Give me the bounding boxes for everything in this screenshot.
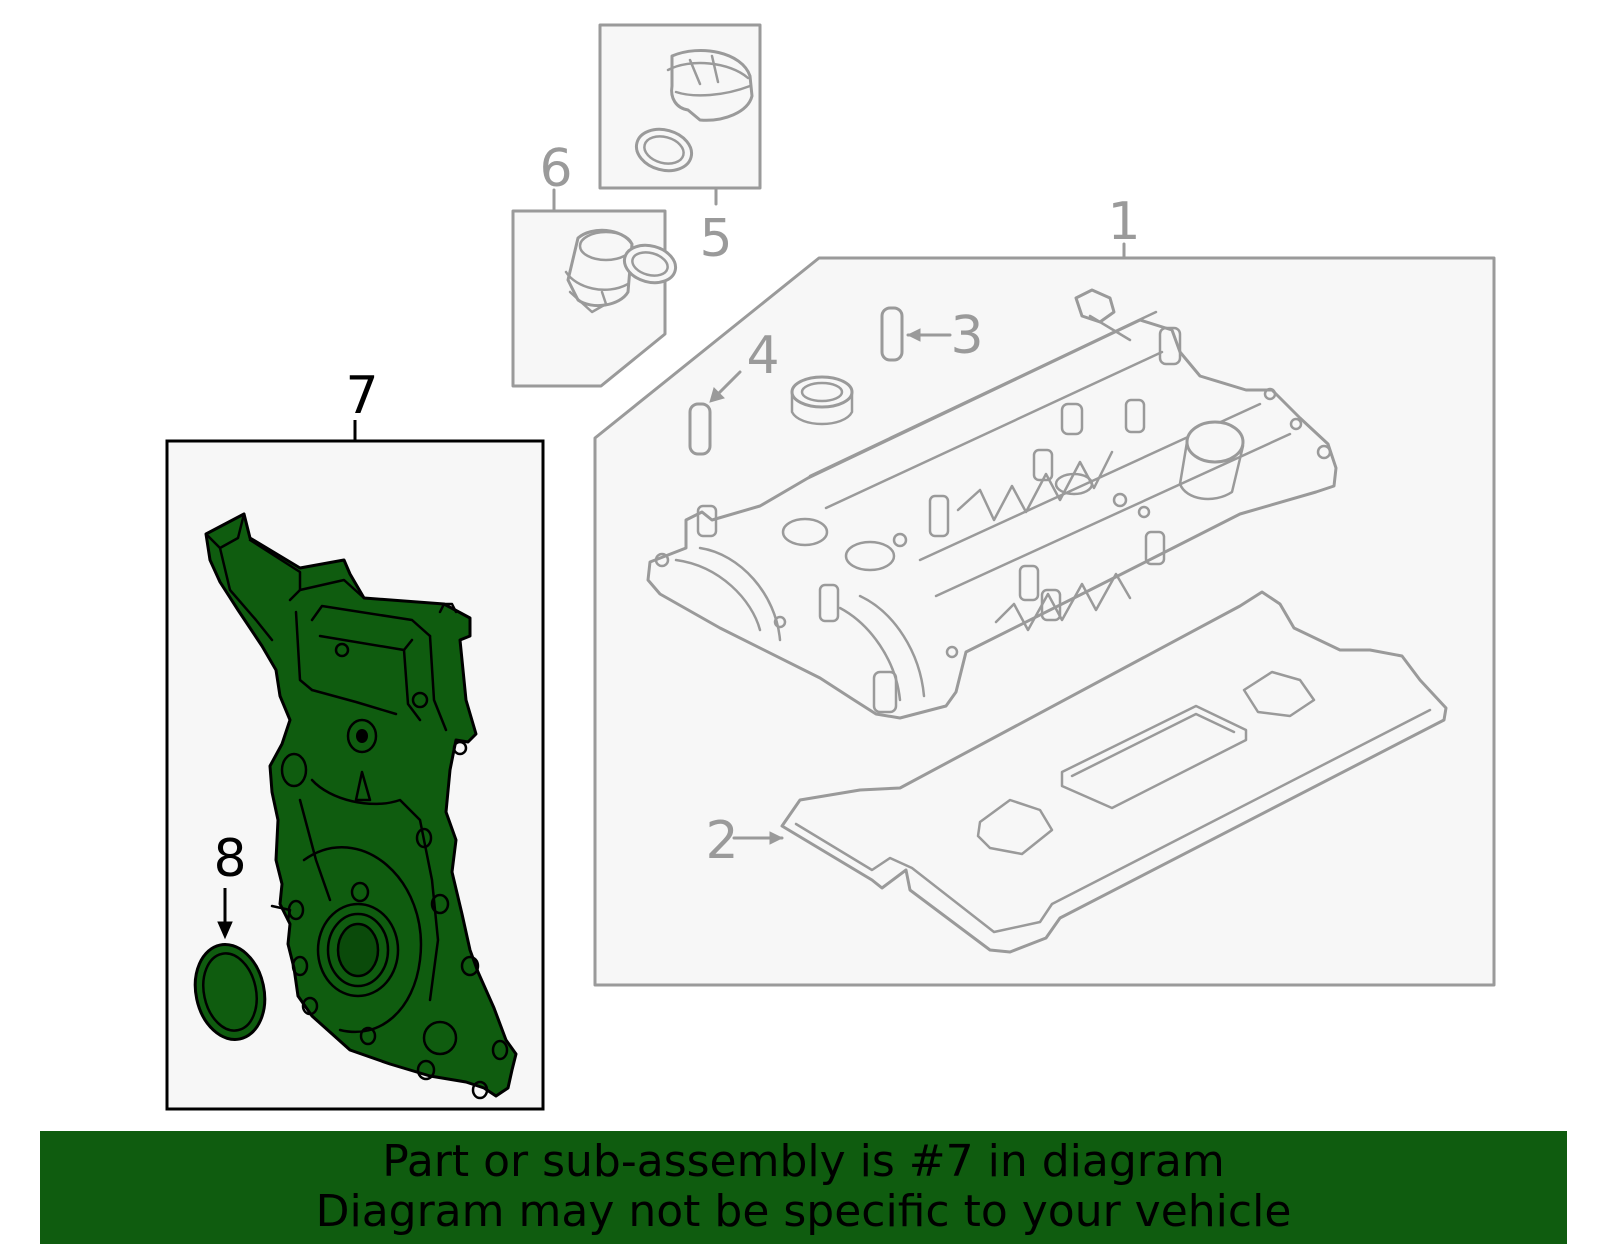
- callout-5: 5: [699, 209, 732, 269]
- callout-8: 8: [213, 829, 246, 889]
- banner-part-note: Part or sub-assembly is #7 in diagram: [382, 1136, 1225, 1187]
- part-6-pcv-valve[interactable]: [511, 209, 680, 388]
- info-banner: Part or sub-assembly is #7 in diagram Di…: [40, 1131, 1567, 1244]
- part-5-oil-filler-cap[interactable]: [598, 23, 762, 190]
- part-1-valve-cover-assembly[interactable]: [593, 256, 1496, 987]
- banner-disclaimer: Diagram may not be specific to your vehi…: [315, 1186, 1292, 1237]
- callout-7: 7: [345, 366, 378, 426]
- part-3-dowel[interactable]: [880, 306, 904, 362]
- callout-4: 4: [746, 326, 779, 386]
- part-8-front-crank-seal[interactable]: [187, 938, 273, 1046]
- callout-2: 2: [705, 811, 738, 871]
- callout-3: 3: [950, 306, 983, 366]
- spark-plug-tube-seal: [790, 375, 854, 426]
- part-2-valve-cover-gasket[interactable]: [780, 590, 1448, 954]
- callout-1: 1: [1107, 192, 1140, 252]
- part-4-dowel[interactable]: [688, 402, 712, 456]
- callout-6: 6: [539, 139, 572, 199]
- arrow-8: [217, 921, 233, 940]
